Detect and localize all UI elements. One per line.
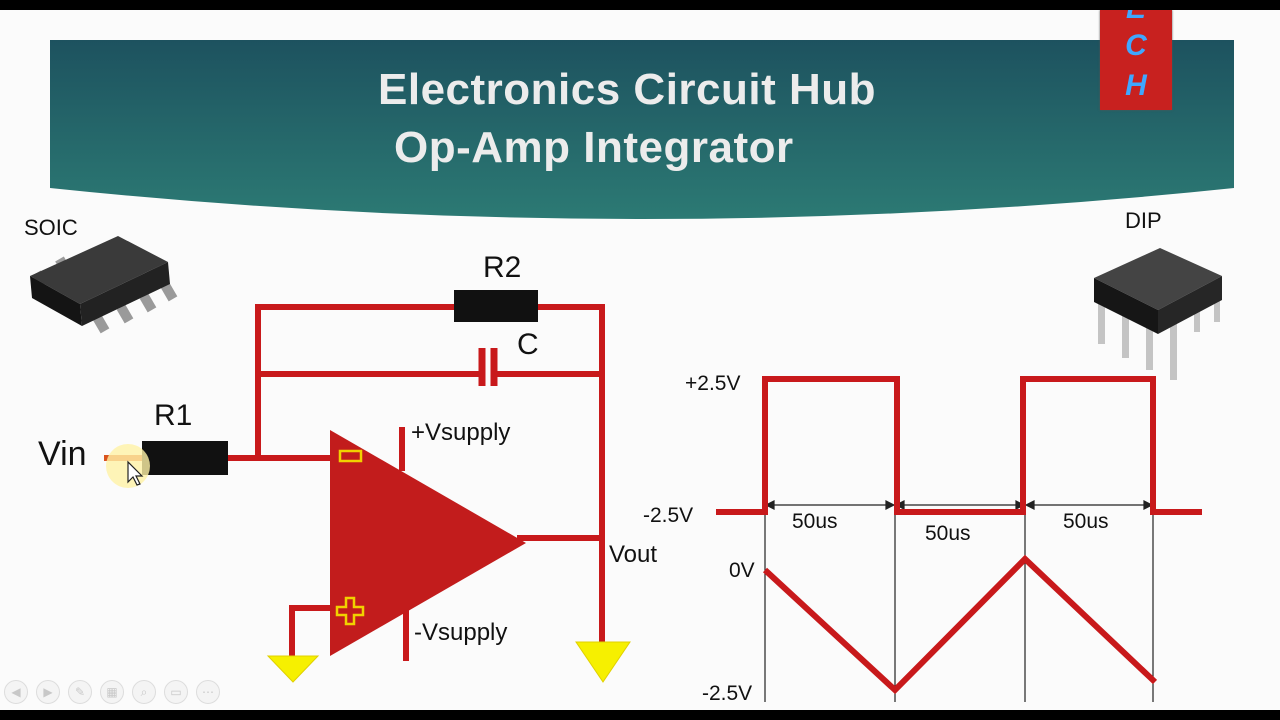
next-icon[interactable]: ▶: [36, 680, 60, 704]
logo-letter-h: H: [1125, 69, 1147, 102]
vminus-label: -Vsupply: [414, 619, 508, 646]
noninverting-ground-wire: [289, 605, 341, 661]
ground-right-icon: [575, 641, 631, 683]
r2-feedback-wire: [255, 304, 457, 461]
integrator-circuit: [30, 236, 1222, 683]
dip-chip-icon: [1094, 248, 1222, 380]
more-icon[interactable]: ⋯: [196, 680, 220, 704]
ground-left-icon: [266, 655, 320, 683]
vout-label: Vout: [609, 541, 658, 568]
vplus-label: +Vsupply: [411, 419, 511, 446]
triangle-wave: [762, 554, 1158, 695]
title-banner: [50, 40, 1234, 219]
prev-icon[interactable]: ◀: [4, 680, 28, 704]
square-high-label: +2.5V: [685, 372, 741, 395]
c-label: C: [517, 328, 539, 361]
r2-label: R2: [483, 251, 522, 284]
logo-letter-e: E: [1100, 10, 1172, 26]
slideshow-toolbar: ◀ ▶ ✎ ▦ ⌕ ▭ ⋯: [4, 680, 220, 704]
soic-chip-icon: [30, 236, 178, 334]
vin-label: Vin: [38, 435, 87, 473]
noninverting-input-marker: [335, 596, 365, 626]
square-wave: [716, 376, 1202, 515]
r1-label: R1: [154, 399, 193, 432]
waveform-diagram: [716, 376, 1202, 702]
interval-label-2: 50us: [925, 522, 971, 545]
cursor-icon: [127, 460, 144, 486]
tri-high-label: 0V: [729, 559, 755, 582]
zoom-icon[interactable]: ⌕: [132, 680, 156, 704]
r1-resistor: [142, 441, 228, 475]
title-line-2: Op-Amp Integrator: [394, 123, 794, 172]
capacitor-c: [478, 348, 498, 386]
slide: Electronics Circuit Hub Op-Amp Integrato…: [0, 10, 1280, 710]
ech-logo: E C H: [1100, 10, 1172, 110]
opamp-triangle: [330, 430, 526, 656]
dip-label: DIP: [1125, 208, 1162, 233]
tri-low-label: -2.5V: [702, 682, 753, 705]
r2-resistor: [454, 290, 538, 322]
square-low-label: -2.5V: [643, 504, 694, 527]
soic-label: SOIC: [24, 215, 78, 240]
logo-letter-c: C: [1125, 29, 1147, 62]
pen-icon[interactable]: ✎: [68, 680, 92, 704]
interval-label-1: 50us: [792, 510, 838, 533]
subtitle-icon[interactable]: ▭: [164, 680, 188, 704]
title-line-1: Electronics Circuit Hub: [378, 65, 877, 114]
interval-label-3: 50us: [1063, 510, 1109, 533]
slides-icon[interactable]: ▦: [100, 680, 124, 704]
inverting-input-marker: [338, 449, 363, 463]
